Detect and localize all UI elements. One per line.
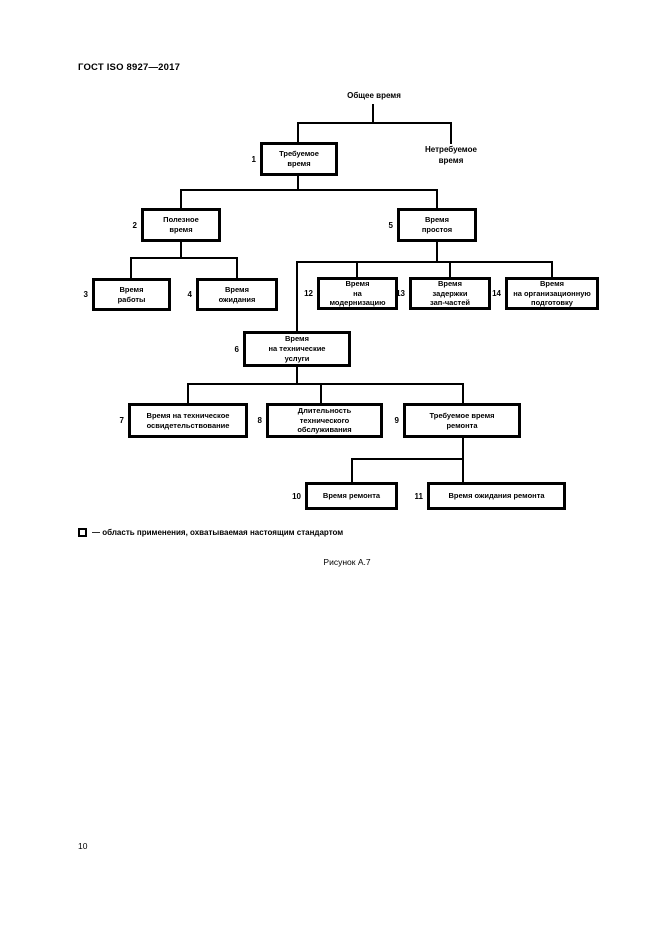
box-repair-time-number: 10 — [292, 491, 301, 501]
box-required-time-number: 1 — [251, 154, 256, 164]
connector-line — [351, 458, 353, 482]
box-spare-parts-delay-time-number: 13 — [396, 289, 405, 298]
connector-line — [130, 257, 132, 278]
connector-line — [297, 122, 299, 142]
box-useful-time-number: 2 — [132, 220, 137, 230]
connector-line — [187, 383, 189, 403]
box-operating-time-number: 3 — [83, 290, 88, 299]
box-maintenance-duration-number: 8 — [257, 416, 262, 425]
box-modernization-time: Время на модернизацию — [317, 277, 398, 310]
connector-line — [296, 261, 298, 331]
connector-line — [450, 122, 452, 144]
connector-line — [462, 383, 464, 403]
box-idle-time: Время ожидания — [196, 278, 278, 311]
box-required-repair-time: Требуемое время ремонта — [403, 403, 521, 438]
connector-line — [462, 438, 464, 460]
box-technical-examination-time: Время на техническое освидетельствование — [128, 403, 248, 438]
box-spare-parts-delay-time: Время задержки зап-частей — [409, 277, 491, 310]
box-technical-services-time: Время на технические услуги — [243, 331, 351, 367]
box-idle-time-number: 4 — [187, 290, 192, 299]
legend: — область применения, охватываемая насто… — [78, 527, 343, 538]
connector-line — [187, 383, 464, 385]
not-required-time-label: Нетребуемое время — [425, 145, 477, 165]
box-technical-examination-time-number: 7 — [119, 416, 124, 425]
connector-line — [551, 261, 553, 277]
connector-line — [180, 189, 182, 208]
connector-line — [296, 261, 553, 263]
document-header: ГОСТ ISO 8927—2017 — [78, 62, 181, 73]
box-required-time: Требуемое время — [260, 142, 338, 176]
connector-line — [356, 261, 358, 277]
root-node-label: Общее время — [347, 91, 401, 100]
connector-line — [297, 175, 299, 191]
box-repair-waiting-time: Время ожидания ремонта — [427, 482, 566, 510]
connector-line — [351, 458, 464, 460]
box-repair-waiting-time-number: 11 — [414, 491, 423, 501]
connector-line — [449, 261, 451, 277]
box-useful-time: Полезное время — [141, 208, 221, 242]
box-operating-time: Время работы — [92, 278, 171, 311]
connector-line — [372, 104, 374, 123]
box-maintenance-duration: Длительность технического обслуживания — [266, 403, 383, 438]
box-organizational-preparation-time: Время на организационную подготовку — [505, 277, 599, 310]
connector-line — [320, 383, 322, 403]
legend-square-icon — [78, 528, 87, 537]
box-repair-time: Время ремонта — [305, 482, 398, 510]
connector-line — [436, 189, 438, 208]
box-downtime: Время простоя — [397, 208, 477, 242]
box-required-repair-time-number: 9 — [394, 416, 399, 425]
connector-line — [462, 458, 464, 482]
legend-text: — область применения, охватываемая насто… — [92, 528, 344, 537]
page-number: 10 — [78, 841, 88, 851]
connector-line — [130, 257, 238, 259]
connector-line — [436, 242, 438, 263]
connector-line — [236, 257, 238, 278]
figure-caption: Рисунок А.7 — [323, 557, 371, 567]
box-modernization-time-number: 12 — [304, 289, 313, 298]
connector-line — [180, 189, 438, 191]
connector-line — [297, 122, 452, 124]
box-downtime-number: 5 — [388, 220, 393, 230]
connector-line — [296, 366, 298, 385]
box-technical-services-time-number: 6 — [234, 344, 239, 354]
box-organizational-preparation-time-number: 14 — [492, 289, 501, 298]
connector-line — [180, 242, 182, 259]
